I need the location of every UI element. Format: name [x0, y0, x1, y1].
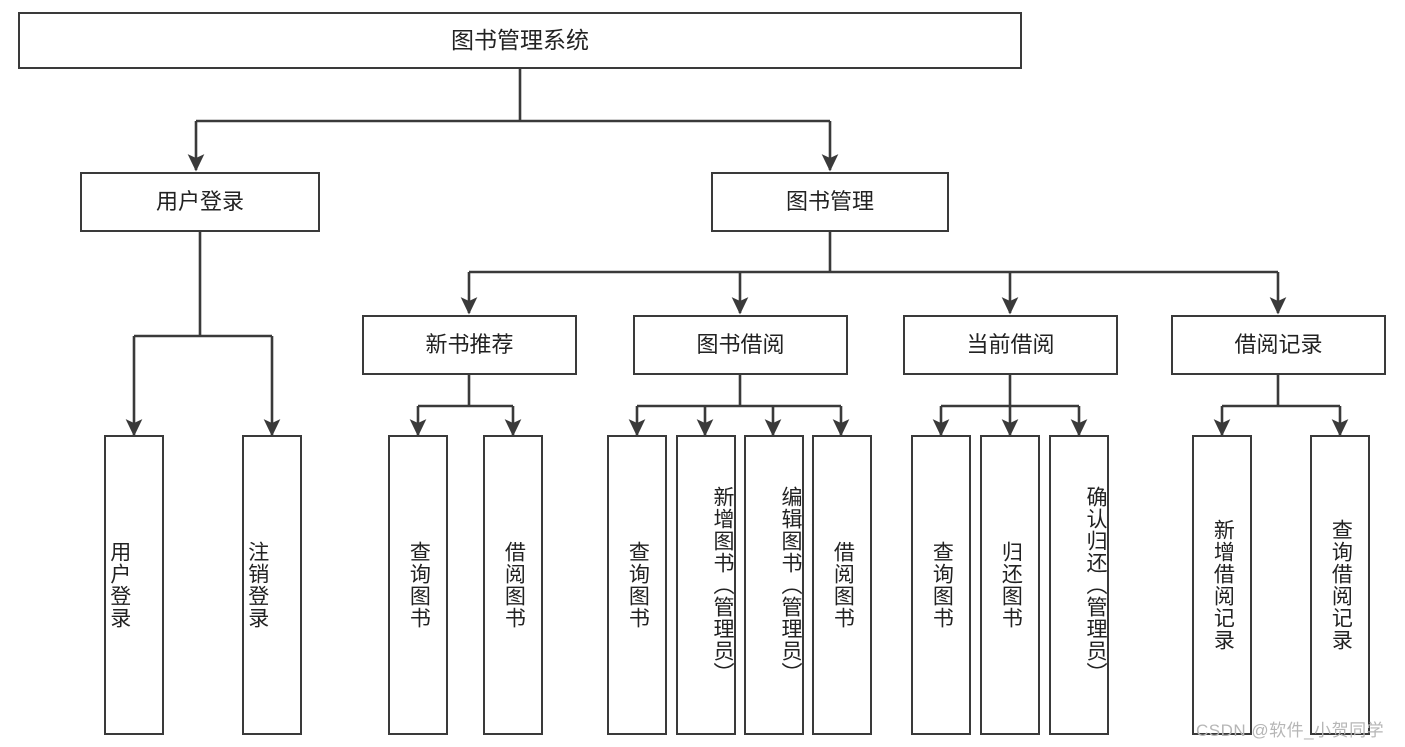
leaf-current-confirm-return-admin[interactable]: 确认归还（管理员） [1049, 435, 1109, 735]
leaf-record-query-borrow-record[interactable]: 查询借阅记录 [1310, 435, 1370, 735]
node-book-borrow[interactable]: 图书借阅 [633, 315, 848, 375]
leaf-borrow-lend-books[interactable]: 借阅图书 [812, 435, 872, 735]
leaf-current-return-books[interactable]: 归还图书 [980, 435, 1040, 735]
leaf-newbook-borrow-books[interactable]: 借阅图书 [483, 435, 543, 735]
node-borrow-record[interactable]: 借阅记录 [1171, 315, 1386, 375]
leaf-user-login[interactable]: 用户登录 [104, 435, 164, 735]
node-book-management[interactable]: 图书管理 [711, 172, 949, 232]
node-new-book-recommend[interactable]: 新书推荐 [362, 315, 577, 375]
leaf-record-add-borrow-record[interactable]: 新增借阅记录 [1192, 435, 1252, 735]
leaf-borrow-query-books[interactable]: 查询图书 [607, 435, 667, 735]
leaf-newbook-query-books[interactable]: 查询图书 [388, 435, 448, 735]
leaf-user-logout[interactable]: 注销登录 [242, 435, 302, 735]
node-user-login[interactable]: 用户登录 [80, 172, 320, 232]
leaf-borrow-add-book-admin[interactable]: 新增图书（管理员） [676, 435, 736, 735]
leaf-current-query-books[interactable]: 查询图书 [911, 435, 971, 735]
watermark-csdn: CSDN @软件_小贺同学 [1196, 721, 1385, 740]
node-root-library-system[interactable]: 图书管理系统 [18, 12, 1022, 69]
leaf-borrow-edit-book-admin[interactable]: 编辑图书（管理员） [744, 435, 804, 735]
node-current-borrow[interactable]: 当前借阅 [903, 315, 1118, 375]
